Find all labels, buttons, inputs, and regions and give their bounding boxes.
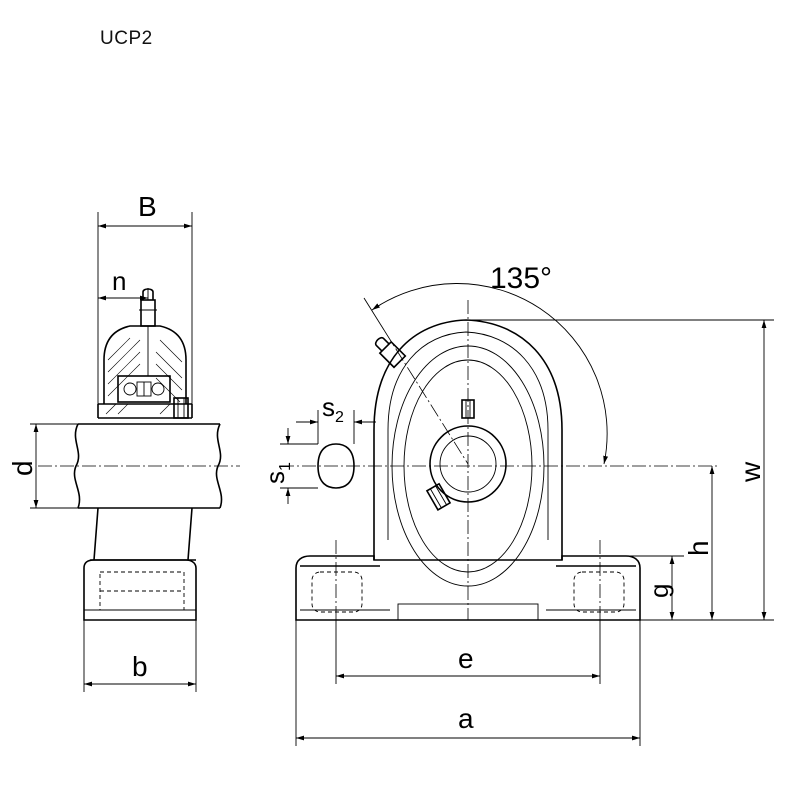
- dim-label-g: g: [644, 584, 674, 598]
- side-view: [38, 288, 240, 621]
- dim-label-b: b: [132, 651, 148, 682]
- dim-label-B: B: [138, 191, 157, 222]
- side-view-dimensions: B n d b: [7, 191, 197, 692]
- section-hatching: [105, 337, 183, 415]
- dim-label-w: w: [735, 461, 766, 483]
- front-view-dimensions: s2 s1 135° w h g e a: [260, 262, 774, 746]
- svg-text:s2: s2: [322, 392, 344, 426]
- drawing-title: UCP2: [100, 28, 153, 49]
- dim-label-s2: s: [322, 392, 335, 422]
- dim-label-h: h: [683, 540, 714, 556]
- dim-label-a: a: [458, 703, 474, 734]
- dim-label-s2-subscript: 2: [335, 409, 344, 426]
- svg-text:s1: s1: [260, 462, 294, 484]
- dim-label-n: n: [112, 266, 126, 296]
- dim-label-d: d: [7, 460, 38, 476]
- dim-label-s1: s: [260, 471, 290, 484]
- front-view: [280, 300, 720, 621]
- dim-label-e: e: [458, 643, 474, 674]
- dim-label-angle: 135°: [490, 262, 552, 295]
- dim-label-s1-subscript: 1: [277, 462, 294, 471]
